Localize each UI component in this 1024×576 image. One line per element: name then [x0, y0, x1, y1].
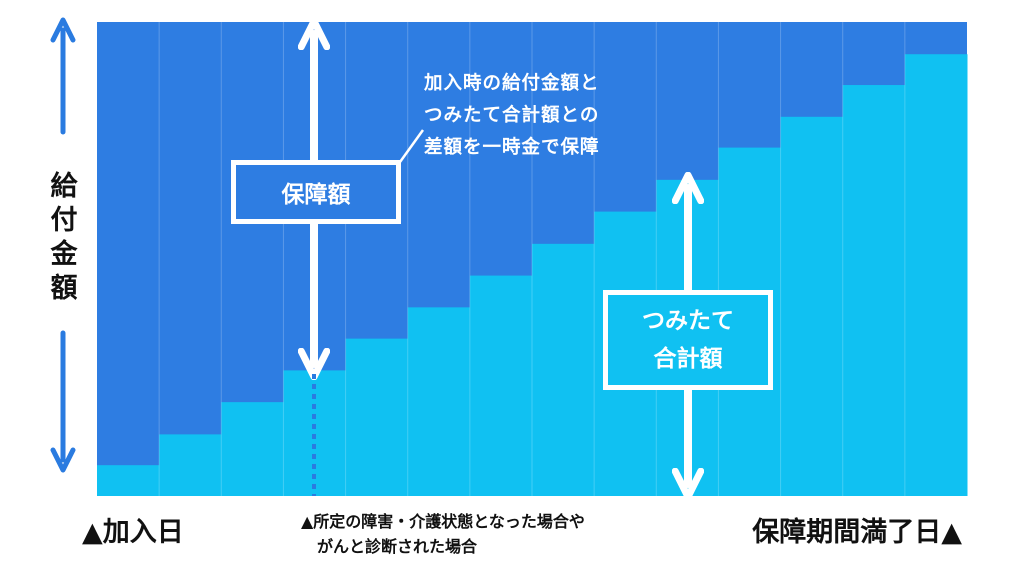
start-date-label: ▲加入日 [82, 517, 184, 548]
guarantee-amount-box: 保障額 [231, 160, 401, 224]
savings-step [842, 85, 906, 497]
savings-step [780, 116, 844, 497]
savings-step [532, 243, 595, 496]
event-label: ▲所定の障害・介護状態となった場合や がんと診断された場合 [301, 512, 585, 556]
savings-step [904, 54, 968, 497]
savings-total-box: つみたて 合計額 [603, 290, 773, 390]
savings-step [345, 338, 409, 496]
savings-step [97, 465, 160, 496]
end-date-label: 保障期間満了日▲ [752, 517, 962, 548]
callout-pointer-line [398, 129, 425, 163]
savings-step [221, 402, 284, 496]
savings-step [469, 275, 533, 496]
callout-text: 加入時の給付金額と つみたて合計額との 差額を一時金で保障 [424, 73, 600, 158]
savings-step [159, 434, 222, 496]
axis-label: 給付金額 [50, 171, 78, 304]
savings-step [407, 307, 471, 496]
